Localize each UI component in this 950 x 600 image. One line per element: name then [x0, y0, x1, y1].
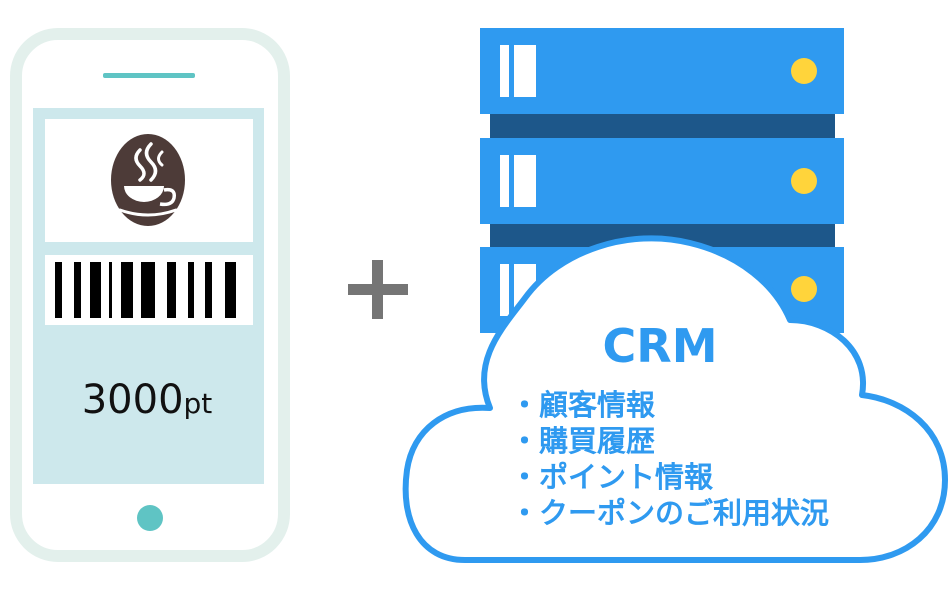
- coffee-bean-cup-icon: [111, 134, 185, 226]
- points-value: 3000: [82, 377, 184, 423]
- server-connector: [490, 114, 835, 138]
- points-display: 3000pt: [82, 377, 213, 423]
- barcode-bar: [225, 262, 236, 318]
- cloud-shape: [402, 235, 948, 563]
- crm-title: CRM: [603, 319, 718, 373]
- barcode-bar: [141, 262, 155, 318]
- crm-item-purchase-history: ・購買履歴: [510, 424, 655, 458]
- barcode-bar: [109, 262, 112, 318]
- smartphone: 3000pt: [10, 28, 290, 562]
- crm-item-list: ・顧客情報 ・購買履歴 ・ポイント情報 ・クーポンのご利用状況: [510, 388, 829, 530]
- server-light: [791, 168, 817, 194]
- server-light: [791, 58, 817, 84]
- barcode-icon: [55, 262, 236, 318]
- points-unit: pt: [184, 387, 213, 420]
- barcode-bar: [167, 262, 176, 318]
- barcode-bar: [121, 262, 133, 318]
- phone-speaker: [103, 73, 195, 78]
- server-unit: [480, 138, 844, 224]
- barcode-bar: [205, 262, 212, 318]
- crm-item-point-info: ・ポイント情報: [510, 460, 714, 494]
- barcode-bar: [55, 262, 62, 318]
- barcode-bar: [90, 262, 101, 318]
- plus-icon: [348, 260, 408, 319]
- barcode-bar: [188, 262, 194, 318]
- server-unit: [480, 28, 844, 114]
- cloud-icon: [402, 235, 948, 563]
- barcode-bar: [74, 262, 81, 318]
- crm-item-coupon-usage: ・クーポンのご利用状況: [510, 496, 829, 530]
- server-light: [791, 276, 817, 302]
- phone-home-button: [137, 505, 163, 531]
- crm-item-customer-info: ・顧客情報: [510, 388, 656, 422]
